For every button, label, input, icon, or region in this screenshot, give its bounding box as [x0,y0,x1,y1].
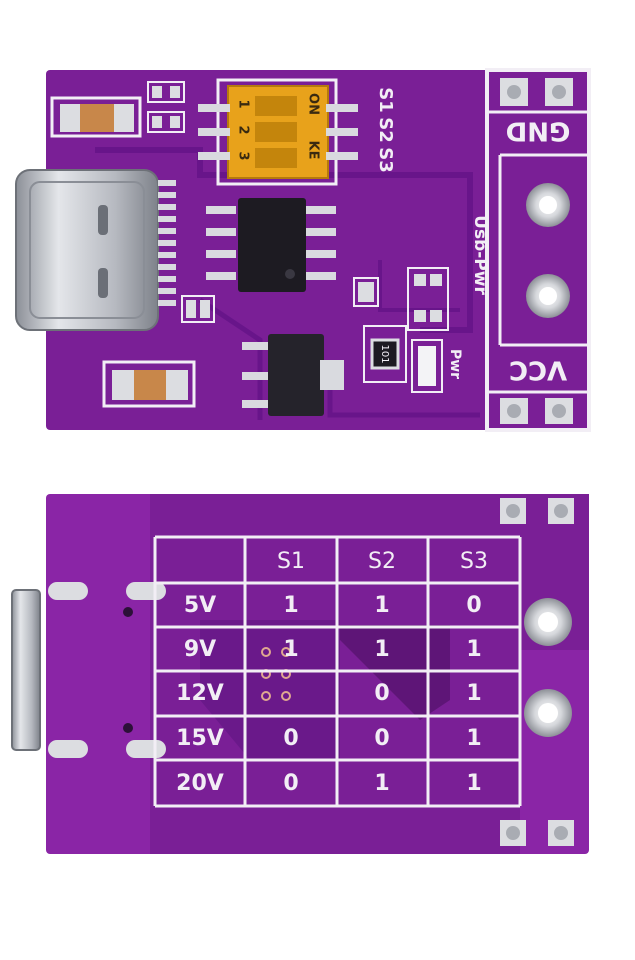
gnd-label: GND [506,116,571,146]
usb-pad [48,582,88,600]
back-board: S1 S2 S3 5V 1 1 0 9V 1 1 1 12V 0 1 15V 0… [11,494,589,854]
dip-on-label: ON [306,93,321,115]
cell-s2: 1 [374,593,389,618]
table-header-s3: S3 [460,549,488,574]
usb-pwr-label: Usb-Pwr [470,215,490,295]
row-voltage-5v: 5V [184,593,216,618]
power-led [418,346,436,386]
cell-s3: 1 [466,726,481,751]
resistor-code: 101 [379,344,390,363]
row-voltage-15v: 15V [176,726,224,751]
switch-label-s2: S2 [375,117,396,143]
terminal-outline [485,68,591,432]
voltage-table [153,535,522,808]
usb-c-connector [15,169,176,331]
front-board: GND VCC Usb-Pwr S1 S2 S3 ON KE 1 2 [15,68,591,432]
row-voltage-9v: 9V [184,637,216,662]
dip-lever-1[interactable] [255,96,297,116]
switch-label-s3: S3 [375,147,396,173]
usb-pad [48,740,88,758]
cell-s2: 1 [374,637,389,662]
dip-number-3: 3 [236,151,251,160]
cell-s2: 1 [374,771,389,796]
dip-number-1: 1 [236,99,251,108]
row-voltage-12v: 12V [176,681,224,706]
capacitor [80,104,114,132]
dip-lever-2[interactable] [255,122,297,142]
pwr-label: Pwr [447,349,463,379]
voltage-regulator [242,334,344,416]
dip-ke-label: KE [306,141,321,160]
capacitor [134,370,166,400]
usb-pad [126,740,166,758]
cell-s1: 0 [283,771,298,796]
vcc-label: VCC [509,355,567,385]
switch-label-s1: S1 [375,87,396,113]
cell-s3: 1 [466,637,481,662]
dip-number-2: 2 [236,125,251,134]
cell-s3: 1 [466,771,481,796]
usb-pad [126,582,166,600]
dip-switch[interactable]: ON KE 1 2 3 [198,78,358,186]
dip-lever-3[interactable] [255,148,297,168]
table-header-s2: S2 [368,549,396,574]
cell-s3: 0 [466,593,481,618]
cell-s2: 0 [374,681,389,706]
pcb-trace [198,297,263,420]
cell-s1: 1 [283,637,298,662]
resistor-101 [370,338,400,370]
row-voltage-20v: 20V [176,771,224,796]
cell-s3: 1 [466,681,481,706]
usb-c-connector-back [11,589,41,751]
table-header-s1: S1 [277,549,305,574]
cell-s2: 0 [374,726,389,751]
cell-s1: 0 [283,726,298,751]
cell-s1: 1 [283,593,298,618]
controller-ic [206,198,336,292]
